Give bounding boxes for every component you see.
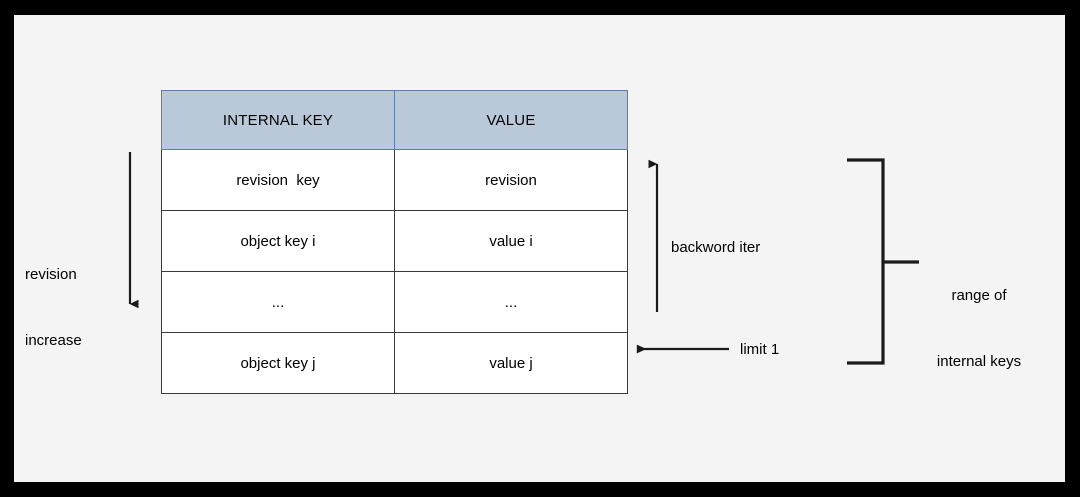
table-row: object key i value i bbox=[161, 210, 628, 272]
revision-increase-line-1: revision bbox=[25, 266, 77, 283]
range-label-line-1: range of bbox=[951, 287, 1007, 304]
cell-value: ... bbox=[394, 271, 628, 333]
revision-increase-label: revision increase bbox=[25, 220, 82, 396]
range-of-internal-keys-label: range of internal keys bbox=[918, 241, 1040, 417]
revision-increase-line-2: increase bbox=[25, 332, 82, 349]
cell-internal-key: object key j bbox=[161, 332, 395, 394]
cell-value: revision bbox=[394, 149, 628, 211]
cell-internal-key: object key i bbox=[161, 210, 395, 272]
limit-label: limit 1 bbox=[740, 341, 780, 358]
table-header-row: INTERNAL KEY VALUE bbox=[161, 90, 628, 150]
cell-internal-key: revision key bbox=[161, 149, 395, 211]
table-row: object key j value j bbox=[161, 332, 628, 394]
range-label-line-2: internal keys bbox=[936, 353, 1022, 370]
table-row: revision key revision bbox=[161, 149, 628, 211]
backword-iter-label: backword iter bbox=[671, 239, 761, 256]
cell-value: value i bbox=[394, 210, 628, 272]
cell-internal-key: ... bbox=[161, 271, 395, 333]
column-header-value: VALUE bbox=[394, 90, 628, 150]
column-header-internal-key: INTERNAL KEY bbox=[161, 90, 395, 150]
table-row: ... ... bbox=[161, 271, 628, 333]
internal-key-value-table: INTERNAL KEY VALUE revision key revision… bbox=[161, 90, 628, 394]
cell-value: value j bbox=[394, 332, 628, 394]
